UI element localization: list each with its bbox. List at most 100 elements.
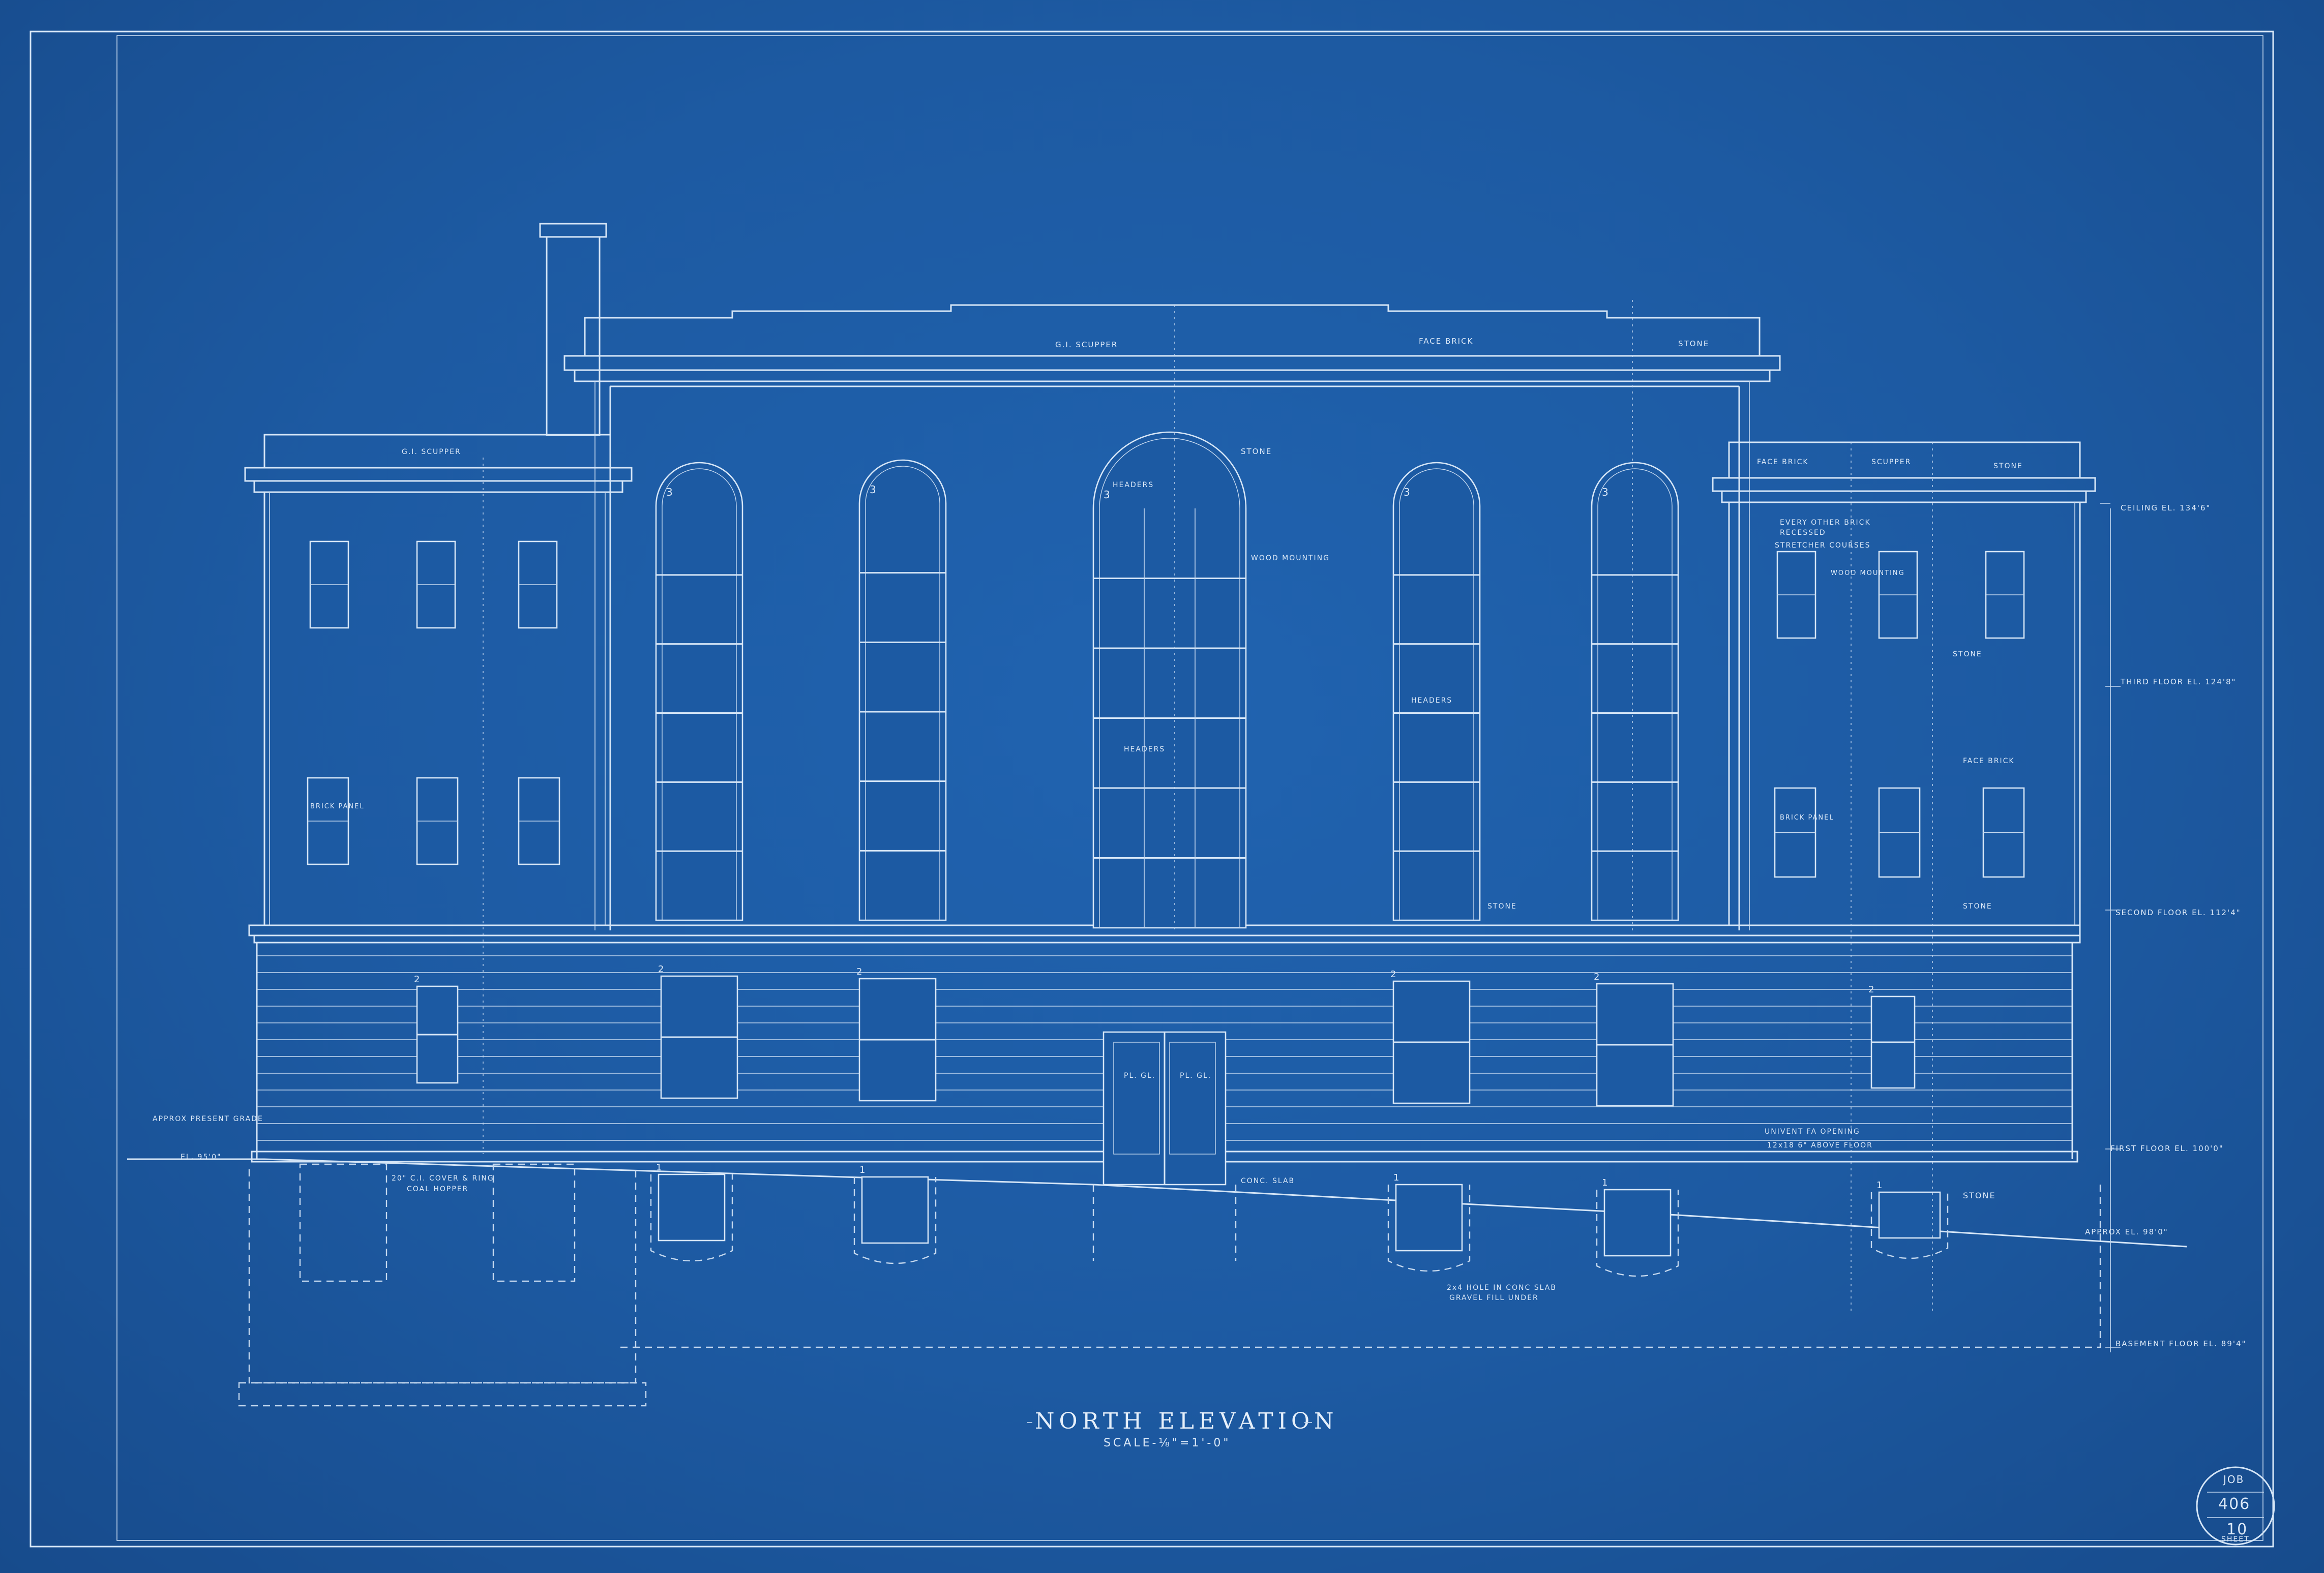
window-frame: [1395, 1184, 1463, 1252]
sheet-number: 10: [2226, 1521, 2248, 1538]
window-mark: 2: [1390, 969, 1397, 980]
arched-window: 3: [1392, 462, 1481, 921]
arch-frame: [1092, 431, 1247, 929]
area-well: [1870, 1192, 1949, 1259]
label-recessed: RECESSED: [1780, 529, 1826, 537]
basement-window: 1: [1387, 1172, 1471, 1272]
arched-window: 3: [858, 459, 947, 921]
wing-window: [307, 777, 349, 865]
window-mark: 1: [1393, 1172, 1400, 1183]
label-wood-mounting-right: WOOD MOUNTING: [1831, 569, 1905, 577]
wing-window: [518, 777, 560, 865]
arched-window: 3: [1591, 462, 1679, 921]
level-first-floor: FIRST FLOOR EL. 100'0": [2110, 1144, 2224, 1153]
label-headers-mid: HEADERS: [1124, 745, 1165, 753]
dimension-lines: [483, 300, 2121, 1352]
base-window: 2: [1594, 972, 1674, 1107]
window-mark: 1: [1876, 1180, 1883, 1191]
outer-border: [29, 31, 2274, 1548]
label-stone-top: STONE: [1678, 339, 1709, 348]
label-stone-mid: STONE: [1487, 902, 1517, 911]
label-face-brick-right: FACE BRICK: [1757, 458, 1809, 466]
wing-window: [518, 540, 558, 629]
base-window: 2: [658, 964, 738, 1099]
arch-frame: [1591, 462, 1679, 921]
base-window: 2: [1868, 984, 1916, 1089]
label-stone-right: STONE: [1993, 462, 2023, 470]
wing-window: [416, 777, 459, 865]
level-third-floor: THIRD FLOOR EL. 124'8": [2120, 677, 2236, 686]
label-coal-hopper-2: COAL HOPPER: [407, 1185, 468, 1193]
window-frame: [1878, 1191, 1941, 1239]
foundation: [238, 1163, 2101, 1407]
arch-inner: [662, 468, 737, 920]
label-hole-note-1: 2x4 HOLE IN CONC SLAB: [1447, 1284, 1557, 1292]
wing-window: [309, 540, 349, 629]
chimney: [539, 223, 607, 436]
label-stone-right-mid: STONE: [1953, 650, 1982, 658]
job-label: JOB: [2222, 1473, 2244, 1486]
wing-window: [1878, 787, 1921, 878]
window-frame: [658, 1173, 726, 1242]
label-stretcher-courses: STRETCHER COURSES: [1775, 541, 1870, 550]
window-mark: 2: [1594, 972, 1600, 982]
arch-inner: [1099, 438, 1240, 928]
label-headers-right: HEADERS: [1411, 697, 1452, 705]
label-face-brick-right-mid: FACE BRICK: [1963, 757, 2015, 765]
basement-window: 1: [1596, 1177, 1679, 1277]
arch-inner: [1597, 468, 1673, 920]
level-second-floor: SECOND FLOOR EL. 112'4": [2116, 908, 2241, 917]
arch-frame: [1392, 462, 1481, 921]
window-mark: 1: [656, 1162, 663, 1173]
label-el-left: EL. 95'0": [181, 1153, 222, 1161]
left-wing: [244, 434, 633, 925]
label-face-brick-top: FACE BRICK: [1419, 337, 1473, 346]
label-unit-vent-2: 12x18 6" ABOVE FLOOR: [1767, 1141, 1873, 1150]
base-window: 2: [414, 974, 459, 1084]
arch-frame: [655, 462, 743, 921]
window-frame: [861, 1176, 929, 1244]
arched-window: 3: [1092, 431, 1247, 929]
wing-window: [1774, 787, 1816, 878]
wing-window: [1982, 787, 2025, 878]
label-stone-base-right: STONE: [1963, 902, 1992, 911]
entry-door[interactable]: PL. GL. PL. GL.: [1103, 1031, 1227, 1186]
window-mark: 2: [658, 964, 665, 975]
title-block: NORTH ELEVATION SCALE-⅛"=1'-0": [1027, 1408, 1338, 1449]
level-ceiling: CEILING EL. 134'6": [2121, 503, 2211, 512]
label-approx-present-grade: APPROX PRESENT GRADE: [153, 1115, 263, 1123]
wing-window: [1985, 551, 2025, 639]
window-mark: 1: [1602, 1177, 1608, 1188]
level-approx: APPROX EL. 98'0": [2085, 1227, 2168, 1236]
window-frame: [1603, 1189, 1672, 1257]
window-mark: 1: [859, 1165, 866, 1175]
drawing-title: NORTH ELEVATION: [1035, 1408, 1338, 1434]
level-basement-floor: BASEMENT FLOOR EL. 89'4": [2116, 1339, 2246, 1348]
label-coal-hopper-1: 20" C.I. COVER & RING: [392, 1174, 494, 1183]
arched-window: 3: [655, 462, 743, 921]
level-labels: CEILING EL. 134'6" THIRD FLOOR EL. 124'8…: [2085, 503, 2246, 1348]
arch-frame: [858, 459, 947, 921]
window-mark: 2: [1868, 984, 1875, 995]
label-gi-scupper: G.I. SCUPPER: [1055, 340, 1118, 349]
annotations: G.I. SCUPPER FACE BRICK STONE G.I. SCUPP…: [153, 337, 2023, 1302]
job-stamp: JOB 406 10 SHEET: [2196, 1466, 2275, 1546]
base-window: 2: [1390, 969, 1471, 1104]
drawing-scale: SCALE-⅛"=1'-0": [1104, 1437, 1231, 1449]
label-conc-slab: CONC. SLAB: [1241, 1177, 1295, 1185]
base-window: 2: [856, 966, 937, 1102]
wing-window: [416, 540, 456, 629]
window-mark: 2: [414, 974, 421, 985]
arch-inner: [865, 466, 940, 920]
label-hole-note-2: GRAVEL FILL UNDER: [1449, 1294, 1539, 1302]
basement-window: 1: [1870, 1180, 1949, 1259]
label-gi-scupper-left: G.I. SCUPPER: [402, 448, 461, 456]
arch-inner: [1399, 468, 1474, 920]
label-brick-panel-left: BRICK PANEL: [310, 803, 365, 810]
label-wood-mounting: WOOD MOUNTING: [1251, 554, 1330, 562]
label-brick-panel-right: BRICK PANEL: [1780, 814, 1834, 822]
door-label-right: PL. GL.: [1180, 1072, 1211, 1080]
door-label-left: PL. GL.: [1124, 1072, 1155, 1080]
